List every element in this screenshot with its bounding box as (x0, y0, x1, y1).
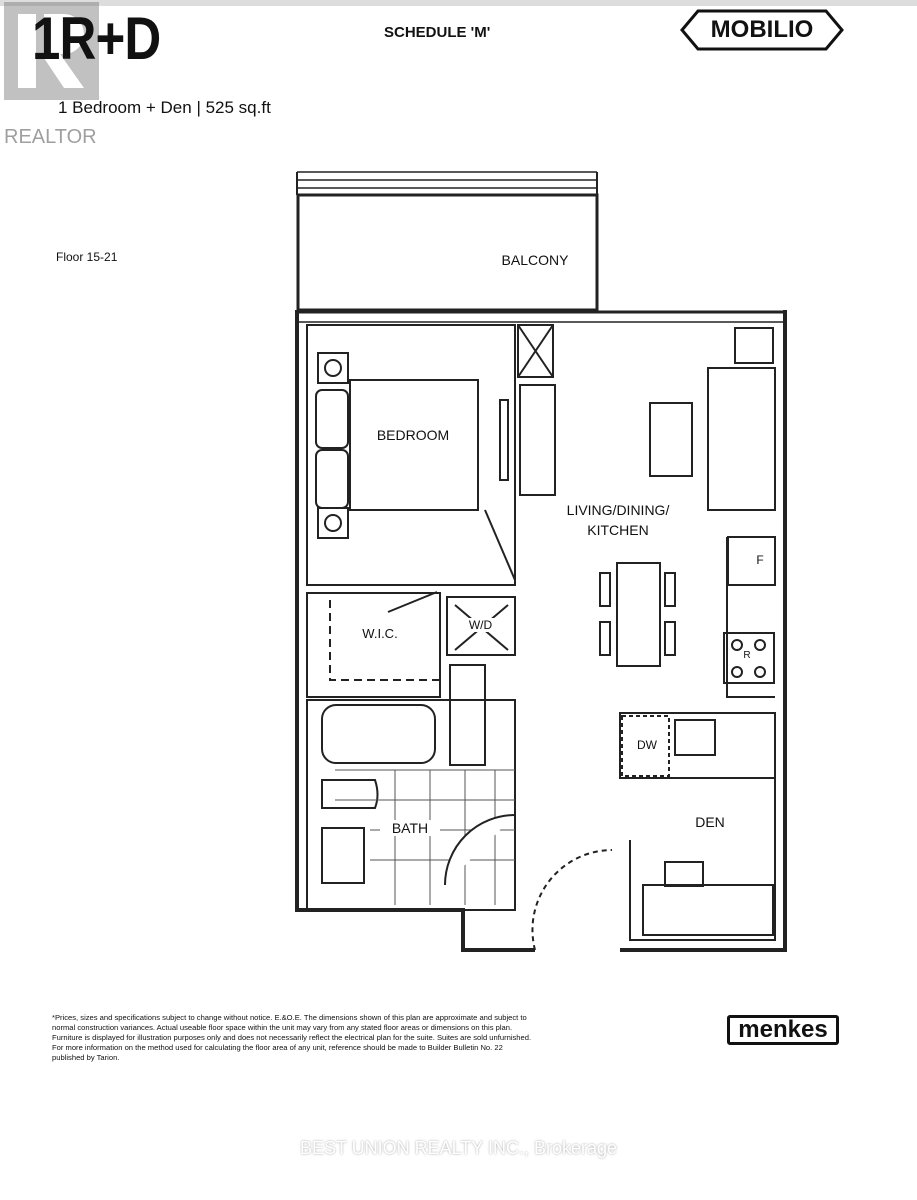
floor-range: Floor 15-21 (56, 250, 118, 264)
room-label-bath: BATH (380, 820, 440, 836)
realtor-logo-text: REALTOR (4, 126, 97, 148)
disclaimer-text: *Prices, sizes and specifications subjec… (52, 1013, 532, 1062)
dishwasher-label: DW (637, 738, 657, 752)
room-label-wd: W/D (458, 618, 503, 632)
room-label-bedroom: BEDROOM (376, 427, 450, 443)
top-border (0, 0, 917, 6)
unit-code: 1R+D (32, 5, 161, 72)
brokerage-watermark: BEST UNION REALTY INC., Brokerage (299, 1138, 618, 1158)
floor-plan-drawing (295, 171, 787, 952)
room-label-balcony: BALCONY (501, 252, 569, 268)
room-label-living-dining-kitchen: LIVING/DINING/ KITCHEN (566, 502, 670, 538)
schedule-label: SCHEDULE 'M' (384, 24, 491, 41)
fridge-label: F (756, 553, 764, 567)
unit-subtitle: 1 Bedroom + Den | 525 sq.ft (58, 98, 271, 117)
mobilio-logo: MOBILIO (680, 8, 844, 52)
menkes-logo: menkes (727, 1015, 839, 1045)
realtor-logo-icon (4, 2, 99, 100)
mobilio-logo-text: MOBILIO (710, 16, 814, 43)
room-label-wic: W.I.C. (362, 626, 398, 641)
room-label-den: DEN (695, 814, 725, 830)
range-label: R (743, 650, 751, 661)
